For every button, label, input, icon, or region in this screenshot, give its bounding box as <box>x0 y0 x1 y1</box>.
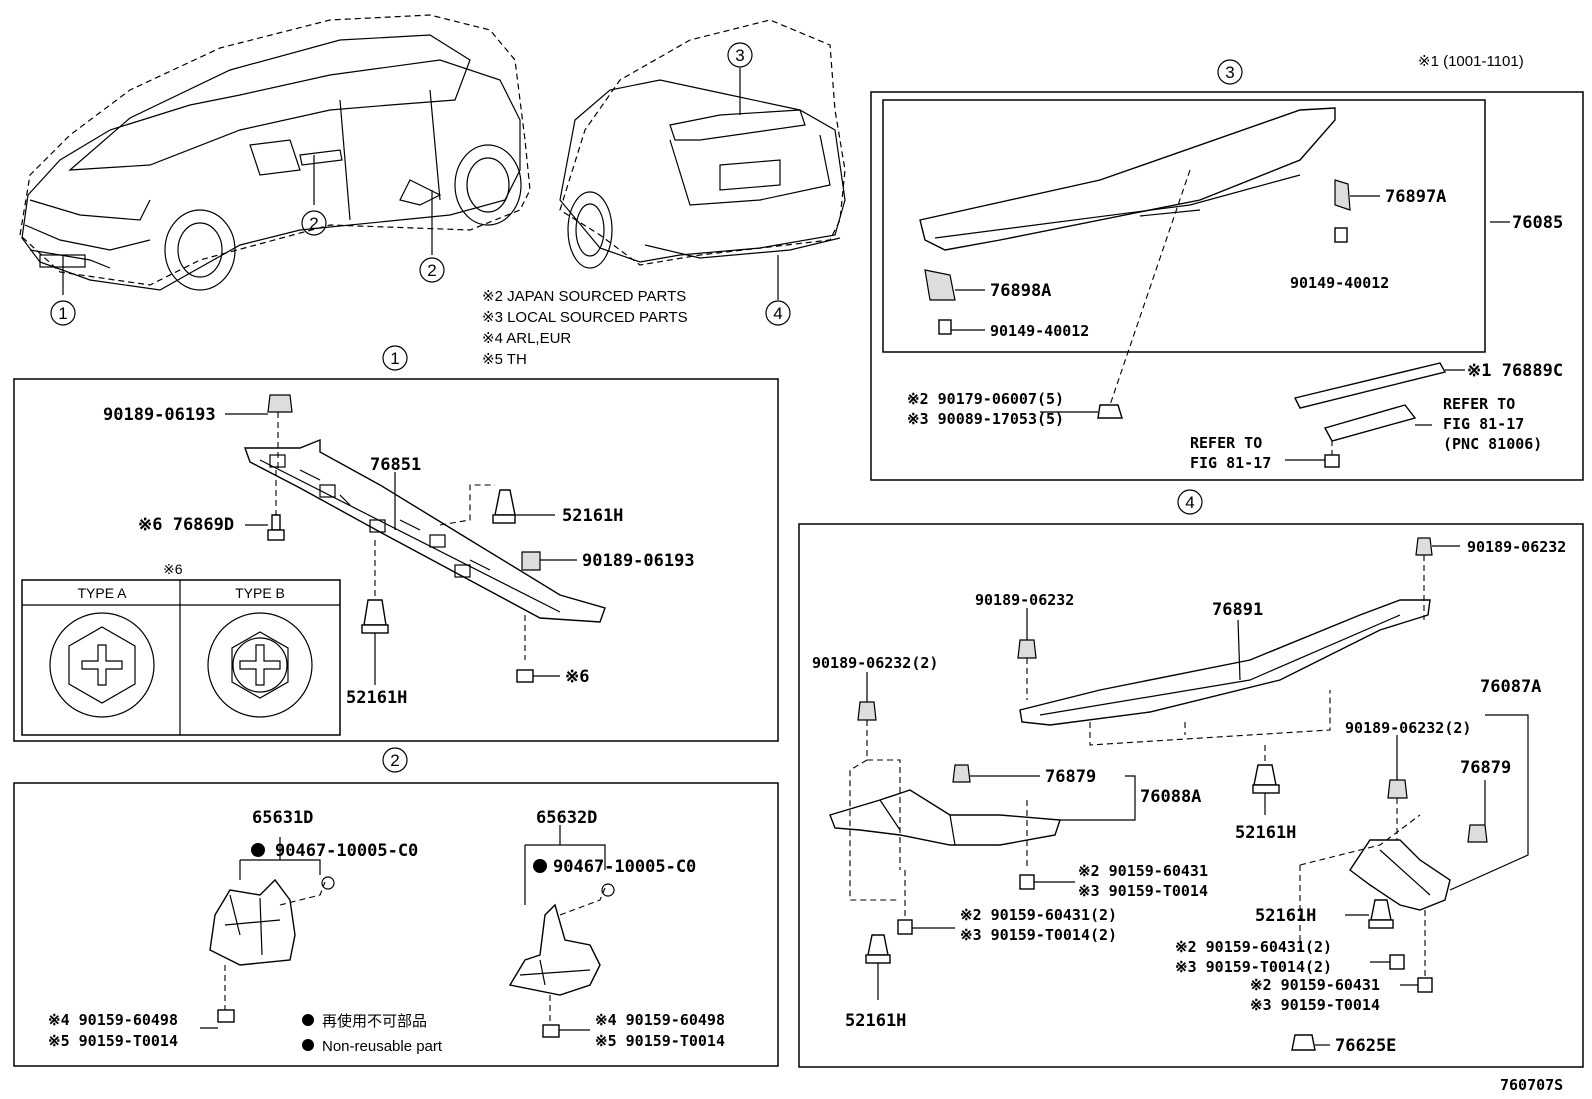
section-3-number: 3 <box>1225 63 1234 82</box>
svg-text:2: 2 <box>427 261 436 280</box>
bolt-4-right: ※4 90159-60498 <box>595 1011 725 1029</box>
section-2-number: 2 <box>390 751 399 770</box>
bolt-2a: ※2 90159-60431 <box>1078 862 1208 880</box>
part-52161H-right: 52161H <box>562 506 623 526</box>
section-4-number: 4 <box>1185 493 1194 512</box>
bolt-3c: ※3 90159-T0014(2) <box>1175 958 1332 976</box>
refer-right-1: REFER TO <box>1443 395 1515 413</box>
part-52161H-right: 52161H <box>1255 906 1316 926</box>
callout-mirror: 2 <box>301 210 327 236</box>
svg-text:3: 3 <box>735 46 744 65</box>
callout-spoiler: 3 <box>727 42 753 68</box>
type-header: ※6 <box>163 561 183 577</box>
nut-2: ※2 90179-06007(5) <box>907 390 1064 408</box>
svg-text:2: 2 <box>309 214 318 233</box>
bolt-5-right: ※5 90159-T0014 <box>595 1032 725 1050</box>
figure-id: 760707S <box>1500 1076 1563 1094</box>
part-76889C: ※1 76889C <box>1467 361 1563 381</box>
note-arl: ※4 ARL,EUR <box>482 330 571 347</box>
bolt-2c: ※2 90159-60431(2) <box>1175 938 1332 956</box>
part-76897A: 76897A <box>1385 187 1446 207</box>
nut-3: ※3 90089-17053(5) <box>907 410 1064 428</box>
screw-90149-left: 90149-40012 <box>990 322 1089 340</box>
callout-rear: 4 <box>765 300 791 326</box>
type-a-label: TYPE A <box>77 585 127 601</box>
bolt-5-left: ※5 90159-T0014 <box>48 1032 178 1050</box>
refer-left-2: FIG 81-17 <box>1190 454 1271 472</box>
car-rear-view <box>559 19 846 269</box>
section-3: 3 76897A 76085 76898A 90149-40012 90149- <box>870 59 1584 481</box>
part-76625E: 76625E <box>1335 1036 1396 1056</box>
part-76851: 76851 <box>370 455 421 475</box>
type-b-label: TYPE B <box>235 585 285 601</box>
legend-en: Non-reusable part <box>322 1038 443 1055</box>
bolt-2d: ※2 90159-60431 <box>1250 976 1380 994</box>
part-76085: 76085 <box>1512 213 1563 233</box>
clip-90467-left: 90467-10005-C0 <box>275 841 418 861</box>
part-52161H-left: 52161H <box>845 1011 906 1031</box>
note-th: ※5 TH <box>482 351 527 368</box>
part-76879-right: 76879 <box>1460 758 1511 778</box>
refer-right-3: (PNC 81006) <box>1443 435 1542 453</box>
bolt-3b: ※3 90159-T0014(2) <box>960 926 1117 944</box>
part-90189-06193-right: 90189-06193 <box>582 551 695 571</box>
nut-90189-06232-mid: 90189-06232 <box>975 591 1074 609</box>
section-4: 4 <box>798 489 1584 1068</box>
bolt-3a: ※3 90159-T0014 <box>1078 882 1208 900</box>
refer-right-2: FIG 81-17 <box>1443 415 1524 433</box>
car-front-view <box>19 14 531 291</box>
part-52161H-mid: 52161H <box>1235 823 1296 843</box>
part-76891: 76891 <box>1212 600 1263 620</box>
section-1: 1 <box>13 345 779 742</box>
legend-jp: 再使用不可部品 <box>322 1013 427 1030</box>
part-76088A: 76088A <box>1140 787 1201 807</box>
part-76898A: 76898A <box>990 281 1051 301</box>
part-76087A: 76087A <box>1480 677 1541 697</box>
part-65631D: 65631D <box>252 808 313 828</box>
screw-90149-right: 90149-40012 <box>1290 274 1389 292</box>
part-65632D: 65632D <box>536 808 597 828</box>
svg-text:4: 4 <box>773 304 782 323</box>
callout-sill: 2 <box>419 257 445 283</box>
bolt-3d: ※3 90159-T0014 <box>1250 996 1380 1014</box>
callout-front: 1 <box>50 300 76 326</box>
part-52161H-bottom: 52161H <box>346 688 407 708</box>
clip-90467-right: 90467-10005-C0 <box>553 857 696 877</box>
svg-text:1: 1 <box>58 304 67 323</box>
part-note-6: ※6 <box>565 667 589 687</box>
note-japan: ※2 JAPAN SOURCED PARTS <box>482 288 686 305</box>
nut-90189-06232-top-right: 90189-06232 <box>1467 538 1566 556</box>
part-76879-left: 76879 <box>1045 767 1096 787</box>
bolt-2b: ※2 90159-60431(2) <box>960 906 1117 924</box>
section-1-number: 1 <box>390 349 399 368</box>
refer-left-1: REFER TO <box>1190 434 1262 452</box>
note-local: ※3 LOCAL SOURCED PARTS <box>482 309 688 326</box>
nut-90189-06232-right2: 90189-06232(2) <box>1345 719 1471 737</box>
part-76869D: ※6 76869D <box>138 515 234 535</box>
section-2: 2 65631D 90467-10005-C0 65632D 90467-100… <box>13 747 779 1067</box>
bolt-4-left: ※4 90159-60498 <box>48 1011 178 1029</box>
nut-90189-06232-left: 90189-06232(2) <box>812 654 938 672</box>
note-range: ※1 (1001-1101) <box>1418 53 1524 70</box>
part-90189-06193-top: 90189-06193 <box>103 405 216 425</box>
